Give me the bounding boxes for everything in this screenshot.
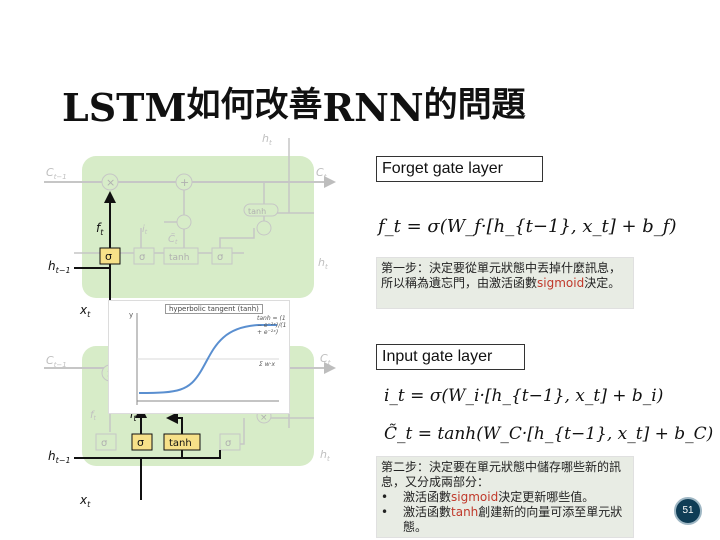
bottom-sigma-o bbox=[219, 433, 241, 451]
bottom-ctilde-arrow bbox=[166, 412, 183, 434]
input-note-bullet-2: • 激活函數tanh創建新的向量可添至單元狀態。 bbox=[381, 505, 629, 535]
bottom-h-input-line bbox=[74, 450, 221, 459]
top-c-out-label: Ct bbox=[316, 166, 327, 181]
input-note: 第二步：決定要在單元狀態中儲存哪些新的訊息，又分成兩部分： • 激活函數sigm… bbox=[376, 456, 634, 538]
tanh-inset-sum: Σ w·x bbox=[259, 361, 276, 368]
top-tanh-out bbox=[243, 203, 279, 217]
tanh-inset-title: hyperbolic tangent (tanh) bbox=[165, 304, 263, 314]
input-formula-2: C̃_t = tanh(W_C·[h_{t−1}, x_t] + b_C) bbox=[384, 424, 713, 444]
bottom-sigma-o-text: σ bbox=[225, 438, 232, 449]
tanh-inset-graph: y bbox=[129, 311, 279, 405]
bottom-input-tanh: tanh bbox=[169, 438, 192, 449]
forget-note-prefix: 第一步：決定要從單元狀態中丟掉什麼訊息，所以稱為遺忘門，由激活函數 bbox=[381, 261, 622, 290]
top-f-label: ft bbox=[96, 221, 104, 237]
top-forget-sigma-box bbox=[99, 247, 121, 265]
top-forget-sigma: σ bbox=[105, 250, 112, 263]
top-tanh-c bbox=[163, 247, 199, 265]
top-input-mult bbox=[176, 214, 192, 230]
input-formula-2-text: C̃_t = tanh(W_C·[h_{t−1}, x_t] + b_C) bbox=[384, 424, 714, 444]
top-h-out-label: ht bbox=[318, 256, 328, 271]
bottom-input-sigma: σ bbox=[137, 436, 144, 449]
tanh-inset: y hyperbolic tangent (tanh) tanh = (1 − … bbox=[108, 300, 290, 414]
top-c-prev-label: Ct−1 bbox=[46, 166, 67, 181]
input-note-bullet-1: • 激活函數sigmoid決定更新哪些值。 bbox=[381, 490, 629, 505]
bottom-i-label: it bbox=[130, 407, 137, 423]
bottom-c-prev-label: Ct−1 bbox=[46, 354, 67, 369]
top-forget-mult bbox=[101, 173, 119, 191]
top-i-label: it bbox=[142, 224, 148, 236]
title-part-2: 的問題 bbox=[423, 85, 526, 125]
forget-formula: f_t = σ(W_f·[h_{t−1}, x_t] + b_f) bbox=[378, 216, 677, 237]
tanh-curve bbox=[138, 324, 277, 394]
top-h-prev-label: ht−1 bbox=[48, 259, 71, 275]
bottom-input-tanh-box bbox=[163, 433, 201, 451]
bottom-h-out-label: ht bbox=[320, 448, 330, 463]
slide-title: LSTM 如何改善 RNN 的問題 bbox=[62, 68, 526, 130]
bullet-2-text: 激活函數tanh創建新的向量可添至單元狀態。 bbox=[403, 505, 623, 534]
top-sigma-i bbox=[133, 247, 155, 265]
bottom-sigma-f bbox=[95, 433, 117, 451]
top-sigma-i-text: σ bbox=[139, 252, 146, 263]
bottom-input-sigma-box bbox=[131, 433, 153, 451]
forget-formula-text: f_t = σ(W_f·[h_{t−1}, x_t] + b_f) bbox=[378, 216, 677, 237]
top-sigma-o bbox=[211, 247, 233, 265]
bullet-mark: • bbox=[381, 490, 389, 504]
tanh-inset-formula: tanh = (1 − e⁻²ˣ)/(1 + e⁻²ˣ) bbox=[257, 315, 287, 336]
input-note-intro: 第二步：決定要在單元狀態中儲存哪些新的訊息，又分成兩部分： bbox=[381, 460, 622, 489]
top-output-mult bbox=[256, 220, 272, 236]
bottom-output-mult-sym: × bbox=[260, 413, 268, 423]
title-rnn: RNN bbox=[322, 85, 424, 130]
title-part-1: 如何改善 bbox=[186, 85, 323, 125]
title-lstm: LSTM bbox=[62, 85, 187, 130]
top-sigma-o-text: σ bbox=[217, 252, 224, 263]
page-number-badge: 51 bbox=[674, 497, 702, 525]
top-x-label: xt bbox=[79, 303, 91, 319]
top-forget-mult-sym: × bbox=[106, 176, 115, 189]
bottom-x-label: xt bbox=[79, 493, 91, 509]
top-tanh-c-text: tanh bbox=[169, 253, 189, 263]
top-add-op-sym: + bbox=[180, 176, 189, 189]
forget-note-suffix: 決定。 bbox=[584, 276, 621, 290]
forget-note: 第一步：決定要從單元狀態中丟掉什麼訊息，所以稱為遺忘門，由激活函數sigmoid… bbox=[376, 257, 634, 309]
top-tanh-out-text: tanh bbox=[248, 207, 266, 216]
bottom-h-prev-label: ht−1 bbox=[48, 449, 71, 465]
input-gate-label: Input gate layer bbox=[376, 344, 525, 370]
bullet-1-text: 激活函數sigmoid決定更新哪些值。 bbox=[403, 490, 595, 504]
top-ctilde-label: C̃t bbox=[168, 232, 178, 246]
forget-note-highlight: sigmoid bbox=[537, 276, 585, 290]
top-h-top-label: ht bbox=[262, 132, 272, 147]
input-formula-1-text: i_t = σ(W_i·[h_{t−1}, x_t] + b_i) bbox=[384, 386, 664, 406]
bullet-mark: • bbox=[381, 505, 389, 519]
forget-gate-label: Forget gate layer bbox=[376, 156, 543, 182]
bottom-c-out-label: Ct bbox=[320, 352, 331, 367]
bottom-sigma-f-text: σ bbox=[101, 438, 108, 449]
tanh-y-label: y bbox=[129, 311, 133, 319]
input-formula-1: i_t = σ(W_i·[h_{t−1}, x_t] + b_i) bbox=[384, 386, 663, 406]
bottom-f-label: ft bbox=[90, 410, 97, 422]
